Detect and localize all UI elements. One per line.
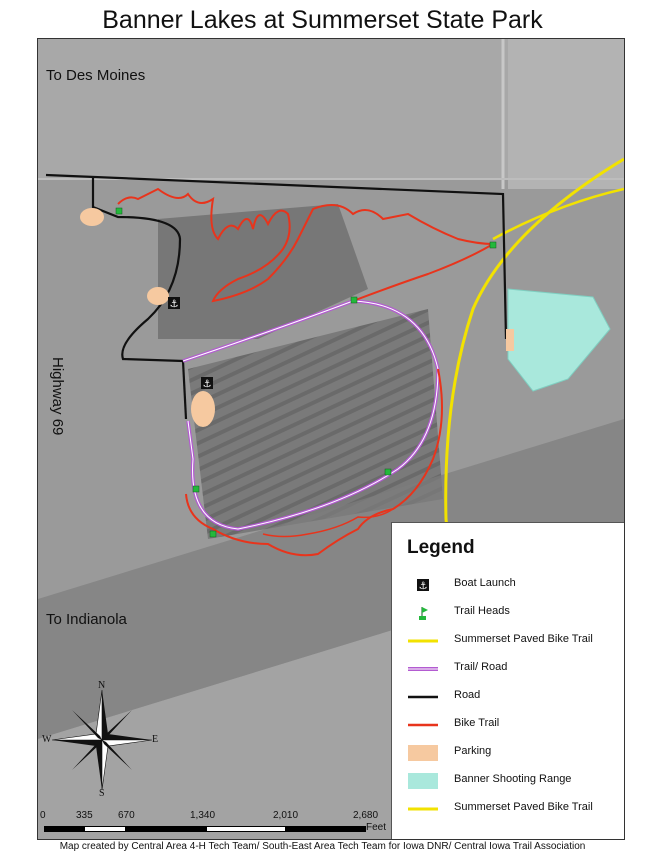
trail-head-icon[interactable] xyxy=(209,530,217,538)
legend-label: Summerset Paved Bike Trail xyxy=(454,633,593,645)
scale-tick: 1,340 xyxy=(190,810,216,821)
boat-launch-icon: ⚓ xyxy=(417,579,429,592)
legend-item-shooting-range: Banner Shooting Range xyxy=(392,769,624,793)
paved-bike-trail[interactable] xyxy=(444,157,624,560)
compass-e: E xyxy=(152,734,159,745)
bike-trail-connector[interactable] xyxy=(352,243,494,302)
scale-segment xyxy=(126,826,206,832)
map-credit: Map created by Central Area 4-H Tech Tea… xyxy=(59,841,586,852)
legend-item-bike-trail: Bike Trail xyxy=(392,713,624,737)
scale-tick: 335 xyxy=(76,810,93,821)
trail-head-icon[interactable] xyxy=(192,485,200,493)
black-line-icon xyxy=(408,695,438,699)
river-corridor xyxy=(38,419,624,739)
label-to-des-moines: To Des Moines xyxy=(46,67,146,84)
trail-head-icon[interactable] xyxy=(384,468,392,476)
scale-tick: 2,680 xyxy=(353,810,379,821)
purple-line-icon xyxy=(408,667,438,671)
legend-item-road: Road xyxy=(392,685,624,709)
shooting-range-area[interactable] xyxy=(507,288,611,392)
boat-launch-icon[interactable]: ⚓ xyxy=(168,297,180,310)
parking-lot-3[interactable] xyxy=(191,391,215,427)
legend-label: Bike Trail xyxy=(454,717,500,729)
legend-label: Trail Heads xyxy=(454,605,510,617)
scale-segment xyxy=(84,826,126,832)
map-title: Banner Lakes at Summerset State Park xyxy=(102,6,543,34)
label-highway-69: Highway 69 xyxy=(49,357,66,436)
scale-tick: 2,010 xyxy=(273,810,299,821)
legend-label: Summerset Paved Bike Trail xyxy=(454,801,593,813)
scale-tick: 0 xyxy=(40,810,46,821)
legend-label: Banner Shooting Range xyxy=(454,773,572,785)
woodland xyxy=(158,204,368,339)
yellow-line-icon xyxy=(408,639,438,643)
compass-star-icon xyxy=(51,689,153,791)
compass-s: S xyxy=(99,788,105,799)
field-northeast xyxy=(508,39,624,189)
label-to-indianola: To Indianola xyxy=(46,611,127,628)
paved-bike-trail-spur[interactable] xyxy=(492,187,624,241)
trail-head-icon[interactable] xyxy=(350,296,358,304)
legend-item-paved-bike-trail-2: Summerset Paved Bike Trail xyxy=(392,797,624,821)
compass-rose: N S E W xyxy=(42,680,162,800)
scale-segment xyxy=(286,826,366,832)
legend-item-parking: Parking xyxy=(392,741,624,765)
yellow-line-icon xyxy=(408,807,438,811)
svg-text:⚓: ⚓ xyxy=(419,581,428,592)
scale-tick: 670 xyxy=(118,810,135,821)
bike-trail-south[interactable] xyxy=(185,368,443,557)
trail-head-icon[interactable] xyxy=(115,207,123,215)
svg-text:⚓: ⚓ xyxy=(203,379,212,390)
svg-text:⚓: ⚓ xyxy=(170,299,179,310)
red-line-icon xyxy=(408,723,438,727)
bike-trail-north[interactable] xyxy=(117,187,494,303)
field-north xyxy=(38,39,508,179)
parking-lot-2[interactable] xyxy=(147,287,169,305)
legend-item-trail-heads: Trail Heads xyxy=(392,601,624,625)
scale-unit: Feet xyxy=(366,822,387,833)
shooting-range-swatch-icon xyxy=(408,773,438,789)
legend-item-trail-road: Trail/ Road xyxy=(392,657,624,681)
legend-label: Parking xyxy=(454,745,492,757)
trail-road-loop-center xyxy=(182,300,439,530)
legend-title: Legend xyxy=(407,537,475,558)
legend-label: Trail/ Road xyxy=(454,661,508,673)
parking-swatch-icon xyxy=(408,745,438,761)
scale-segment xyxy=(206,826,286,832)
trail-head-icon xyxy=(419,607,428,620)
legend-panel: Legend ⚓ Boat Launch Trail Heads Summers… xyxy=(391,522,624,839)
lot-access-road[interactable] xyxy=(181,360,188,420)
parking-lot-4[interactable] xyxy=(506,329,514,351)
legend-item-paved-bike-trail: Summerset Paved Bike Trail xyxy=(392,629,624,653)
parking-lot-1[interactable] xyxy=(80,208,104,226)
main-road[interactable] xyxy=(45,173,508,340)
legend-item-boat-launch: ⚓ Boat Launch xyxy=(392,573,624,597)
boat-launch-icon[interactable]: ⚓ xyxy=(201,377,213,390)
legend-label: Road xyxy=(454,689,481,701)
bike-trail-south-inner[interactable] xyxy=(262,508,394,538)
compass-w: W xyxy=(42,734,52,745)
legend-label: Boat Launch xyxy=(454,577,516,589)
scale-segment xyxy=(44,826,84,832)
compass-n: N xyxy=(98,680,106,691)
trail-head-icon[interactable] xyxy=(489,241,497,249)
scale-bar: 0 335 670 1,340 2,010 2,680 Feet xyxy=(40,810,400,838)
park-entry-road[interactable] xyxy=(91,177,184,363)
